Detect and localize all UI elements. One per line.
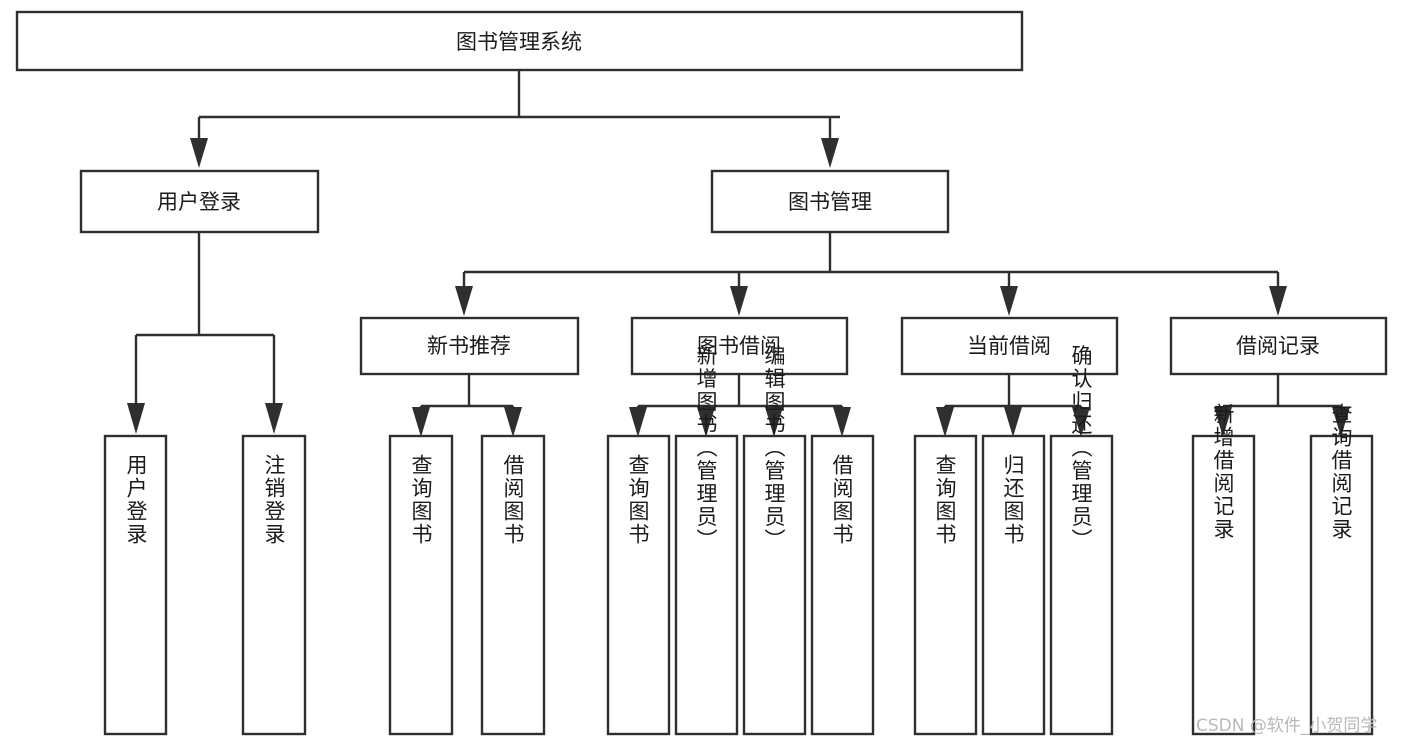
node-l-add-record-box[interactable] bbox=[1191, 434, 1256, 736]
node-root-box[interactable] bbox=[15, 10, 1024, 72]
node-user-login[interactable]: 用户登录 bbox=[79, 169, 320, 234]
edge-new-book-rec-to-leaves bbox=[412, 374, 522, 437]
node-borrow-record[interactable]: 借阅记录 bbox=[1169, 316, 1388, 376]
node-l-query-book-2[interactable]: 查询图书 bbox=[606, 434, 671, 736]
node-l-return-book-label: 归还图书 bbox=[1001, 454, 1025, 546]
edge-book-borrow-to-leaves bbox=[629, 374, 851, 437]
arrow-head-l-query-book-2 bbox=[629, 407, 647, 437]
edge-borrow-record-to-leaves bbox=[1214, 374, 1350, 437]
arrow-head-new-book-rec bbox=[455, 286, 473, 316]
edge-root-to-level1 bbox=[190, 70, 840, 168]
node-book-mgmt-label: 图书管理 bbox=[788, 190, 872, 214]
node-l-add-record-label: 新增借阅记录 bbox=[1211, 403, 1235, 541]
node-l-add-book[interactable]: 新增图书（管理员） bbox=[674, 345, 739, 736]
node-l-confirm-return-box[interactable] bbox=[1049, 434, 1114, 736]
arrow-head-l-user-logout bbox=[265, 403, 283, 434]
arrow-head-borrow-record bbox=[1269, 286, 1287, 316]
node-l-user-logout-box[interactable] bbox=[241, 434, 307, 736]
arrow-head-current-borrow bbox=[1000, 286, 1018, 316]
node-current-borrow-label: 当前借阅 bbox=[967, 334, 1051, 358]
edge-book-mgmt-to-level2 bbox=[455, 232, 1287, 316]
node-l-user-login[interactable]: 用户登录 bbox=[103, 434, 168, 736]
arrow-head-book-mgmt bbox=[821, 138, 839, 168]
arrow-head-l-edit-book bbox=[765, 407, 783, 437]
node-l-return-book-box[interactable] bbox=[981, 434, 1046, 736]
node-book-mgmt-box[interactable] bbox=[710, 169, 950, 234]
node-book-mgmt[interactable]: 图书管理 bbox=[710, 169, 950, 234]
node-l-return-book[interactable]: 归还图书 bbox=[981, 434, 1046, 736]
csdn-watermark: CSDN @软件_小贺同学 bbox=[1196, 716, 1377, 736]
node-l-query-book-1-label: 查询图书 bbox=[409, 454, 433, 546]
connector-layer bbox=[127, 70, 1350, 437]
arrow-head-user-login bbox=[190, 138, 208, 168]
node-l-query-record-label: 查询借阅记录 bbox=[1329, 403, 1353, 541]
node-l-query-record-box[interactable] bbox=[1309, 434, 1374, 736]
node-l-user-login-box[interactable] bbox=[103, 434, 168, 736]
node-user-login-label: 用户登录 bbox=[157, 190, 241, 214]
arrow-head-l-user-login bbox=[127, 403, 145, 434]
node-user-login-box[interactable] bbox=[79, 169, 320, 234]
node-l-add-record[interactable]: 新增借阅记录 bbox=[1191, 403, 1256, 736]
node-l-add-book-label: 新增图书（管理员） bbox=[694, 345, 718, 552]
edge-current-borrow-to-leaves bbox=[936, 374, 1090, 437]
node-l-edit-book-box[interactable] bbox=[742, 434, 807, 736]
node-l-confirm-return[interactable]: 确认归还（管理员） bbox=[1049, 345, 1114, 736]
arrow-head-l-confirm-return bbox=[1072, 407, 1090, 437]
node-l-query-book-3[interactable]: 查询图书 bbox=[913, 434, 978, 736]
node-l-user-login-label: 用户登录 bbox=[124, 454, 148, 546]
node-l-query-book-1[interactable]: 查询图书 bbox=[388, 434, 454, 736]
arrow-head-l-query-book-1 bbox=[412, 407, 430, 437]
node-l-query-book-2-box[interactable] bbox=[606, 434, 671, 736]
node-l-borrow-book-1[interactable]: 借阅图书 bbox=[480, 434, 546, 736]
node-book-borrow-box[interactable] bbox=[630, 316, 849, 376]
node-l-query-record[interactable]: 查询借阅记录 bbox=[1309, 403, 1374, 736]
node-book-borrow-label: 图书借阅 bbox=[697, 334, 781, 358]
edge-user-login-to-leaves bbox=[127, 232, 283, 434]
arrow-head-l-query-record bbox=[1332, 407, 1350, 437]
arrow-head-l-add-record bbox=[1214, 407, 1232, 437]
node-current-borrow[interactable]: 当前借阅 bbox=[900, 316, 1119, 376]
node-l-edit-book[interactable]: 编辑图书（管理员） bbox=[742, 345, 807, 736]
node-l-edit-book-label: 编辑图书（管理员） bbox=[762, 345, 786, 552]
node-l-query-book-3-label: 查询图书 bbox=[933, 454, 957, 546]
node-l-query-book-2-label: 查询图书 bbox=[626, 454, 650, 546]
node-book-borrow[interactable]: 图书借阅 bbox=[630, 316, 849, 376]
arrow-head-l-return-book bbox=[1004, 407, 1022, 437]
node-l-query-book-3-box[interactable] bbox=[913, 434, 978, 736]
node-new-book-rec[interactable]: 新书推荐 bbox=[359, 316, 580, 376]
node-l-user-logout-label: 注销登录 bbox=[262, 454, 286, 546]
node-l-borrow-book-1-box[interactable] bbox=[480, 434, 546, 736]
node-new-book-rec-label: 新书推荐 bbox=[427, 334, 511, 358]
node-l-borrow-book-2[interactable]: 借阅图书 bbox=[810, 434, 875, 736]
arrow-head-l-borrow-book-1 bbox=[504, 407, 522, 437]
node-borrow-record-label: 借阅记录 bbox=[1236, 334, 1320, 358]
arrow-head-l-add-book bbox=[697, 407, 715, 437]
node-l-confirm-return-label: 确认归还（管理员） bbox=[1069, 345, 1093, 552]
node-borrow-record-box[interactable] bbox=[1169, 316, 1388, 376]
arrow-head-l-query-book-3 bbox=[936, 407, 954, 437]
node-l-borrow-book-1-label: 借阅图书 bbox=[501, 454, 525, 546]
node-root[interactable]: 图书管理系统 bbox=[15, 10, 1024, 72]
arrow-head-book-borrow bbox=[730, 286, 748, 316]
node-l-user-logout[interactable]: 注销登录 bbox=[241, 434, 307, 736]
node-l-borrow-book-2-label: 借阅图书 bbox=[830, 454, 854, 546]
node-l-add-book-box[interactable] bbox=[674, 434, 739, 736]
node-new-book-rec-box[interactable] bbox=[359, 316, 580, 376]
node-root-label: 图书管理系统 bbox=[456, 30, 582, 54]
node-l-query-book-1-box[interactable] bbox=[388, 434, 454, 736]
node-current-borrow-box[interactable] bbox=[900, 316, 1119, 376]
node-l-borrow-book-2-box[interactable] bbox=[810, 434, 875, 736]
arrow-head-l-borrow-book-2 bbox=[833, 407, 851, 437]
